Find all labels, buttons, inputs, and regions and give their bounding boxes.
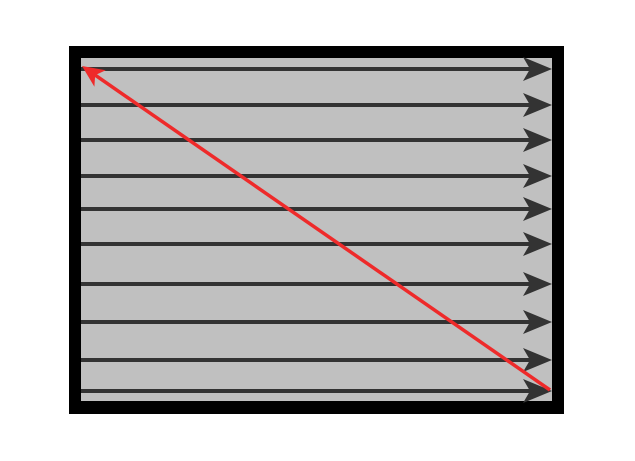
- row-arrows: [81, 57, 552, 403]
- arrowhead-icon: [523, 272, 552, 296]
- arrowhead-icon: [523, 197, 552, 221]
- arrowhead-icon: [523, 164, 552, 188]
- diagonal-arrow-line: [94, 73, 551, 392]
- arrowhead-icon: [523, 93, 552, 117]
- arrowhead-icon: [523, 57, 552, 81]
- diagonal-return-arrow: [82, 66, 551, 392]
- arrowhead-icon: [523, 310, 552, 334]
- arrowhead-icon: [82, 66, 106, 87]
- arrowhead-icon: [523, 348, 552, 372]
- arrowhead-icon: [523, 128, 552, 152]
- arrowhead-icon: [523, 232, 552, 256]
- arrowhead-icon: [523, 379, 552, 403]
